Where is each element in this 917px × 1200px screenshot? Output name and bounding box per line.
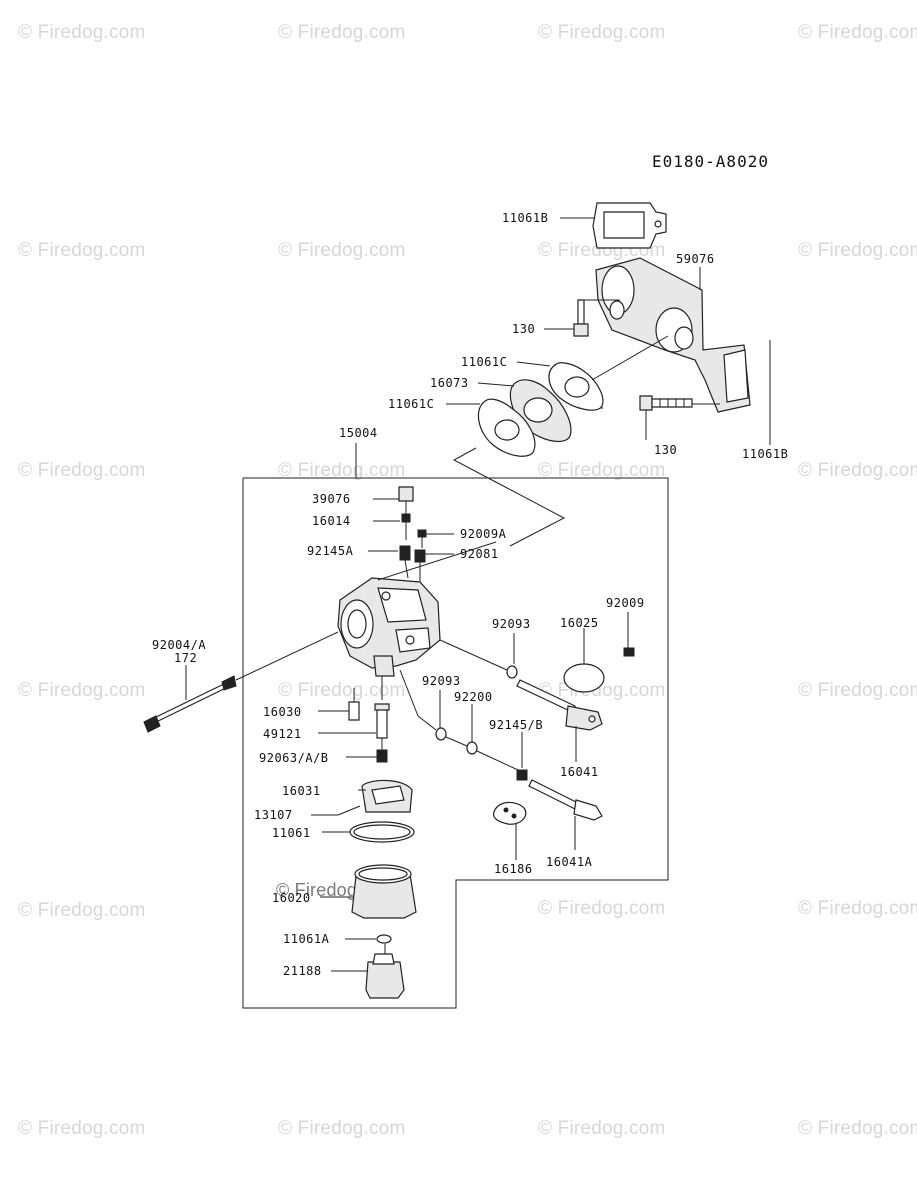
watermark: © Firedog.com bbox=[278, 22, 406, 43]
watermark: © Firedog.com bbox=[798, 1118, 917, 1139]
watermark: © Firedog.com bbox=[18, 680, 146, 701]
jet-16014 bbox=[373, 513, 411, 540]
watermark: © Firedog.com bbox=[538, 1118, 666, 1139]
jet-92063 bbox=[346, 738, 388, 763]
watermark: © Firedog.com bbox=[278, 1118, 406, 1139]
part-label-16030[interactable]: 16030 bbox=[263, 705, 302, 719]
part-label-172[interactable]: 172 bbox=[174, 651, 198, 665]
float-chamber-16020 bbox=[320, 864, 417, 919]
part-label-11061[interactable]: 11061 bbox=[272, 826, 311, 840]
part-label-49121[interactable]: 49121 bbox=[263, 727, 302, 741]
part-label-130[interactable]: 130 bbox=[512, 322, 536, 336]
part-label-92145b[interactable]: 92145/B bbox=[489, 718, 544, 732]
part-label-11061c[interactable]: 11061C bbox=[461, 355, 508, 369]
part-label-21188[interactable]: 21188 bbox=[283, 964, 322, 978]
watermark: © Firedog.com bbox=[18, 240, 146, 261]
part-label-92145a[interactable]: 92145A bbox=[307, 544, 354, 558]
part-label-11061c[interactable]: 11061C bbox=[388, 397, 435, 411]
seal-92093-b bbox=[435, 690, 447, 741]
part-label-16186[interactable]: 16186 bbox=[494, 862, 533, 876]
part-label-16041[interactable]: 16041 bbox=[560, 765, 599, 779]
watermark: © Firedog.com bbox=[798, 22, 917, 43]
part-label-11061a[interactable]: 11061A bbox=[283, 932, 330, 946]
spring-92145a bbox=[368, 545, 411, 579]
valve-16186 bbox=[493, 801, 527, 860]
part-label-92200[interactable]: 92200 bbox=[454, 690, 493, 704]
watermark: © Firedog.com bbox=[18, 1118, 146, 1139]
watermark: © Firedog.com bbox=[798, 680, 917, 701]
part-label-16025[interactable]: 16025 bbox=[560, 616, 599, 630]
part-label-92009a[interactable]: 92009A bbox=[460, 527, 507, 541]
watermark: © Firedog.com bbox=[278, 460, 406, 481]
watermark: © Firedog.com bbox=[538, 22, 666, 43]
watermark: © Firedog.com bbox=[18, 460, 146, 481]
gasket-11061c-b bbox=[446, 398, 566, 547]
jet-49121 bbox=[318, 703, 390, 739]
spring-92081 bbox=[414, 549, 454, 582]
part-label-92093[interactable]: 92093 bbox=[492, 617, 531, 631]
solenoid-21188 bbox=[331, 944, 405, 999]
part-label-92009[interactable]: 92009 bbox=[606, 596, 645, 610]
part-label-13107[interactable]: 13107 bbox=[254, 808, 293, 822]
spring-92145b bbox=[516, 732, 528, 781]
valve-16025 bbox=[563, 628, 605, 693]
watermark: © Firedog.com bbox=[538, 460, 666, 481]
shaft-16041a bbox=[528, 779, 603, 850]
seal-92093-a bbox=[506, 633, 518, 679]
watermark: © Firedog.com bbox=[798, 240, 917, 261]
part-label-16014[interactable]: 16014 bbox=[312, 514, 351, 528]
screw-92009a bbox=[417, 529, 454, 548]
screw-92004a bbox=[143, 631, 339, 733]
gasket-11061a bbox=[345, 934, 392, 944]
part-label-92093[interactable]: 92093 bbox=[422, 674, 461, 688]
part-label-130[interactable]: 130 bbox=[654, 443, 678, 457]
bolt-130-top bbox=[544, 299, 620, 337]
part-label-92063ab[interactable]: 92063/A/B bbox=[259, 751, 329, 765]
watermark: © Firedog.com bbox=[278, 240, 406, 261]
carburetor-body bbox=[337, 541, 497, 677]
screw-92009 bbox=[623, 612, 635, 657]
part-label-59076[interactable]: 59076 bbox=[676, 252, 715, 266]
pipe-16030 bbox=[318, 688, 360, 721]
gasket-11061 bbox=[322, 821, 415, 843]
watermark: © Firedog.com bbox=[18, 900, 146, 921]
diagram-code: E0180-A8020 bbox=[652, 152, 769, 171]
part-label-92081[interactable]: 92081 bbox=[460, 547, 499, 561]
assembly-outline bbox=[242, 477, 669, 1009]
part-label-92004a[interactable]: 92004/A bbox=[152, 638, 207, 652]
float-16031 bbox=[358, 779, 413, 813]
part-label-16020[interactable]: 16020 bbox=[272, 891, 311, 905]
part-label-11061b[interactable]: 11061B bbox=[502, 211, 549, 225]
watermark: © Firedog.com bbox=[278, 680, 406, 701]
gasket-11061c-a bbox=[516, 335, 669, 411]
watermark: © Firedog.com bbox=[798, 898, 917, 919]
watermark: © Firedog.com bbox=[538, 898, 666, 919]
pin-13107 bbox=[311, 805, 361, 816]
part-label-16041a[interactable]: 16041A bbox=[546, 855, 593, 869]
part-label-39076[interactable]: 39076 bbox=[312, 492, 351, 506]
seal-92200 bbox=[466, 704, 478, 755]
plug-39076 bbox=[373, 486, 414, 514]
gasket-11061b-top bbox=[560, 202, 667, 249]
part-label-16073[interactable]: 16073 bbox=[430, 376, 469, 390]
part-label-15004[interactable]: 15004 bbox=[339, 426, 378, 440]
watermark: © Firedog.com bbox=[798, 460, 917, 481]
bolt-130-bottom bbox=[639, 395, 720, 440]
shaft-16041 bbox=[516, 679, 603, 762]
watermark: © Firedog.com bbox=[18, 22, 146, 43]
intake-manifold-59076 bbox=[595, 257, 771, 445]
part-label-16031[interactable]: 16031 bbox=[282, 784, 321, 798]
part-label-11061b[interactable]: 11061B bbox=[742, 447, 789, 461]
